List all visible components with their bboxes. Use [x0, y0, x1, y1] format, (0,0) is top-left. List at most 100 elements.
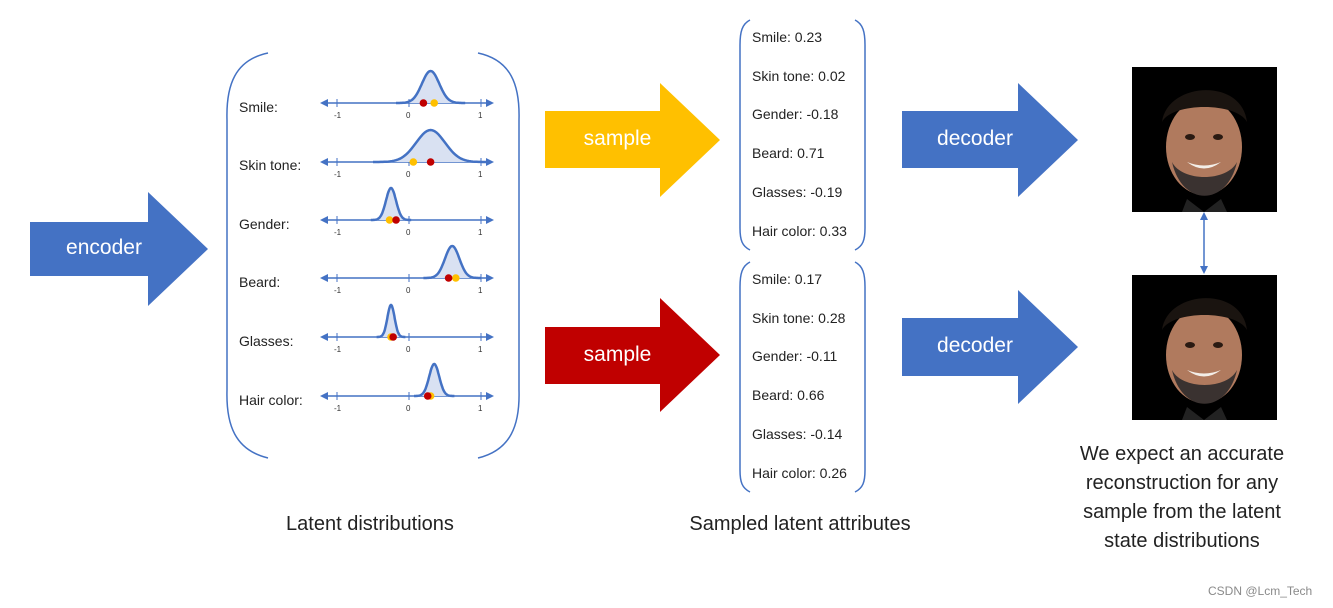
encoder-label: encoder	[66, 236, 142, 259]
note-line-1: We expect an accurate	[1079, 443, 1285, 465]
axis-arrow-right-smile	[486, 99, 494, 107]
sample-b-skin-tone: Skin tone: 0.28	[752, 310, 846, 326]
tick-label-beard: 1	[478, 286, 483, 295]
distribution-fill-beard	[423, 246, 481, 278]
sample-bracket-bottom-right	[854, 261, 866, 493]
tick-label-hair-color: -1	[334, 404, 342, 413]
decoder-label-top: decoder	[937, 127, 1013, 150]
reconstructed-face-image-bottom	[1132, 275, 1277, 420]
sample-dot-red-glasses	[389, 333, 397, 341]
face-icon	[1162, 298, 1247, 420]
axis-arrow-left-gender	[320, 216, 328, 224]
sample-b-beard: Beard: 0.66	[752, 387, 825, 403]
axis-arrow-right-glasses	[486, 333, 494, 341]
sample-dot-red-skin-tone	[426, 158, 435, 166]
dist-label-glasses: Glasses:	[239, 333, 294, 349]
sample-bracket-top-right	[854, 19, 866, 251]
dist-label-gender: Gender:	[239, 216, 290, 232]
distribution-curve-hair-color	[414, 362, 455, 398]
tick-label-skin-tone: 0	[406, 170, 411, 179]
axis-arrow-left-beard	[320, 274, 328, 282]
distribution-curve-smile	[396, 69, 466, 105]
decoder-label-bottom: decoder	[937, 334, 1013, 357]
sample-a-smile: Smile: 0.23	[752, 29, 823, 45]
sample-a-gender: Gender: -0.18	[752, 106, 839, 122]
sample-a-glasses: Glasses: -0.19	[752, 184, 843, 200]
latent-bracket-right	[477, 52, 520, 459]
decoder-arrow-top	[902, 83, 1078, 197]
sample-b-hair-color: Hair color: 0.26	[752, 465, 847, 481]
dist-label-hair-color: Hair color:	[239, 392, 303, 408]
tick-label-glasses: -1	[334, 345, 342, 354]
axis-arrow-left-glasses	[320, 333, 328, 341]
tick-label-beard: -1	[334, 286, 342, 295]
sample-a-hair-color: Hair color: 0.33	[752, 223, 847, 239]
sample-dot-red-smile	[419, 99, 428, 107]
sample-dot-red-hair-color	[423, 392, 432, 400]
sampled-attributes-caption: Sampled latent attributes	[689, 513, 911, 535]
sample-b-glasses: Glasses: -0.14	[752, 426, 843, 442]
sample-a-beard: Beard: 0.71	[752, 145, 825, 161]
note-line-4: state distributions	[1104, 530, 1260, 552]
axis-arrow-left-skin-tone	[320, 158, 328, 166]
distribution-curve-glasses	[376, 303, 406, 339]
sample-bracket-bottom-left	[739, 261, 751, 493]
sample-dot-yellow-skin-tone	[409, 158, 418, 166]
face-compare-arrowhead-up	[1200, 212, 1208, 220]
distribution-plots	[320, 69, 494, 400]
watermark: CSDN @Lcm_Tech	[1208, 584, 1313, 598]
sample-label-red: sample	[583, 343, 652, 366]
dist-label-beard: Beard:	[239, 274, 281, 290]
latent-bracket-left	[226, 52, 269, 459]
axis-arrow-right-hair-color	[486, 392, 494, 400]
tick-label-hair-color: 0	[406, 404, 411, 413]
tick-label-skin-tone: -1	[334, 170, 342, 179]
sample-bracket-top-left	[739, 19, 751, 251]
tick-label-glasses: 1	[478, 345, 483, 354]
sample-dot-yellow-beard	[452, 274, 460, 282]
sample-label-yellow: sample	[583, 127, 652, 150]
axis-arrow-right-gender	[486, 216, 494, 224]
tick-label-glasses: 0	[406, 345, 411, 354]
sample-b-smile: Smile: 0.17	[752, 271, 823, 287]
sample-dot-yellow-gender	[385, 216, 394, 224]
axis-arrow-left-hair-color	[320, 392, 328, 400]
sample-dot-yellow-smile	[430, 99, 439, 107]
tick-label-gender: -1	[334, 228, 342, 237]
sample-arrow-yellow	[545, 83, 720, 197]
note-line-2: reconstruction for any	[1085, 472, 1279, 494]
tick-label-beard: 0	[406, 286, 411, 295]
distribution-fill-hair-color	[414, 364, 455, 396]
sample-b-gender: Gender: -0.11	[752, 348, 838, 364]
face-compare-arrowhead-down	[1200, 266, 1208, 274]
axis-arrow-right-beard	[486, 274, 494, 282]
encoder-arrow	[30, 192, 208, 306]
decoder-arrow-bottom	[902, 290, 1078, 404]
axis-arrow-left-smile	[320, 99, 328, 107]
dist-label-smile: Smile:	[239, 99, 278, 115]
tick-label-gender: 0	[406, 228, 411, 237]
tick-label-smile: 1	[478, 111, 483, 120]
sample-dot-red-beard	[444, 274, 453, 282]
axis-arrow-right-skin-tone	[486, 158, 494, 166]
tick-label-smile: -1	[334, 111, 342, 120]
distribution-fill-glasses	[376, 305, 406, 337]
tick-label-hair-color: 1	[478, 404, 483, 413]
latent-distributions-caption: Latent distributions	[286, 513, 454, 535]
expectation-note: We expect an accurate reconstruction for…	[1052, 440, 1312, 556]
note-line-3: sample from the latent	[1083, 501, 1281, 523]
tick-label-smile: 0	[406, 111, 411, 120]
sample-arrow-red	[545, 298, 720, 412]
tick-label-skin-tone: 1	[478, 170, 483, 179]
distribution-fill-skin-tone	[373, 130, 489, 162]
tick-label-gender: 1	[478, 228, 483, 237]
face-icon	[1162, 90, 1247, 212]
sample-dot-red-gender	[392, 216, 400, 224]
distribution-curve-beard	[423, 244, 481, 280]
distribution-fill-gender	[370, 188, 412, 220]
distribution-curve-gender	[370, 186, 412, 222]
distribution-fill-smile	[396, 71, 466, 103]
sample-a-skin-tone: Skin tone: 0.02	[752, 68, 846, 84]
distribution-curve-skin-tone	[373, 128, 489, 164]
